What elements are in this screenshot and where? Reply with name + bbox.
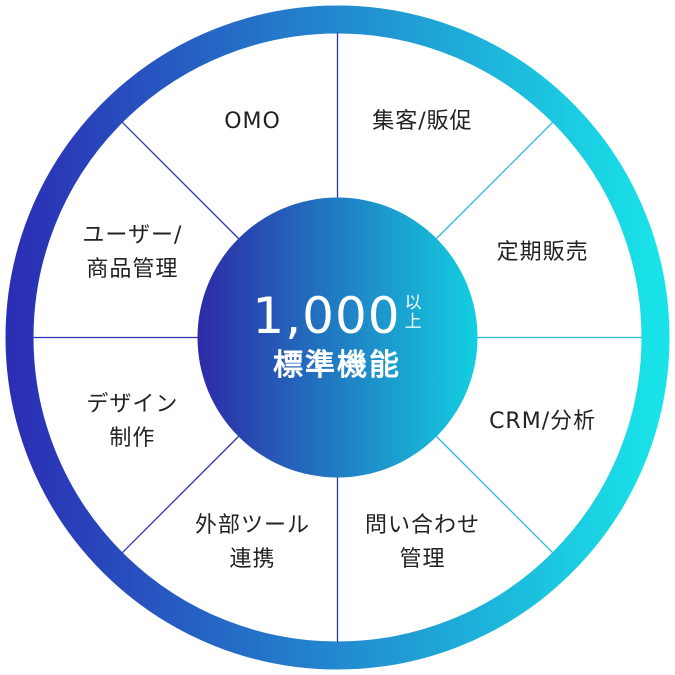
hub-suffix: 以 上 [405,294,422,332]
center-hub [197,197,478,478]
segment-label-line: OMO [224,109,281,135]
segment-label-line: ユーザー/ [82,222,183,248]
segment-label: デザイン制作 [86,388,178,456]
segment-label-line: 集客/販促 [372,109,473,135]
hub-number: 1,000 [252,287,401,345]
segment-label: CRM/分析 [489,405,596,439]
hub-suffix-line1: 以 [404,293,422,313]
segment-label-line: CRM/分析 [489,409,597,435]
segment-label-line: 管理 [399,546,446,572]
segment-divider [121,121,239,239]
segment-divider [436,436,554,554]
segment-label: ユーザー/商品管理 [82,219,182,287]
segment-label: 問い合わせ管理 [365,509,480,577]
segment-label-line: 連携 [229,546,276,572]
segment-label-line: 定期販売 [496,239,589,265]
hub-caption: 標準機能 [272,348,401,383]
segment-label: 定期販売 [497,236,589,270]
segment-label-line: 商品管理 [86,256,179,282]
hub-suffix-line2: 上 [404,312,422,332]
segment-label: 外部ツール連携 [195,509,310,577]
segment-divider [436,121,554,239]
hub-text: 1,000 以 上 標準機能 [252,288,421,386]
segment-label: 集客/販促 [372,105,472,139]
segment-label-line: デザイン [86,392,179,418]
segment-label-line: 外部ツール [195,512,311,538]
segment-divider [121,436,239,554]
hub-number-row: 1,000 以 上 [252,288,421,344]
segment-label-line: 問い合わせ [364,512,480,538]
segment-label-line: 制作 [109,426,156,452]
segment-label: OMO [224,105,281,139]
segment-dividers [32,32,643,643]
